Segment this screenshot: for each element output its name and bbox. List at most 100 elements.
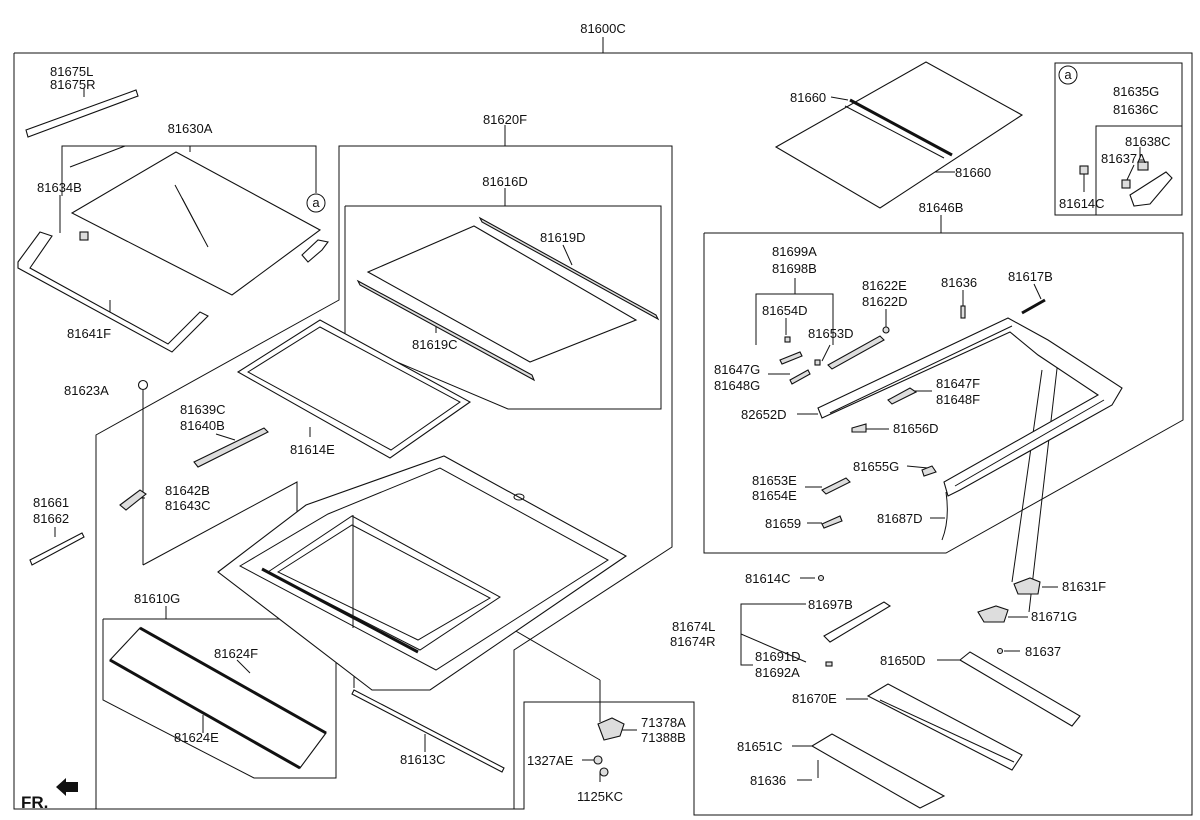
- label-81651C: 81651C: [737, 739, 783, 754]
- clip-81634B: [79, 231, 89, 241]
- rail-81697B: [823, 601, 892, 643]
- label-81654D: 81654D: [762, 303, 808, 318]
- rail-81641F: [17, 231, 209, 353]
- label-1327AE: 1327AE: [527, 753, 574, 768]
- rail-81651C: [810, 733, 946, 809]
- label-81698B: 81698B: [772, 261, 817, 276]
- label-81675R: 81675R: [50, 77, 96, 92]
- label-81642B: 81642B: [165, 483, 210, 498]
- molding-81619C: [356, 279, 536, 382]
- label-81653E: 81653E: [752, 473, 797, 488]
- mechanism-frame: [817, 317, 1123, 497]
- label-81617B: 81617B: [1008, 269, 1053, 284]
- label-81635G: 81635G: [1113, 84, 1159, 99]
- label-81697B: 81697B: [808, 597, 853, 612]
- label-81637: 81637: [1025, 644, 1061, 659]
- label-81624F: 81624F: [214, 646, 258, 661]
- strip-81661: [29, 532, 85, 566]
- label-81631F: 81631F: [1062, 579, 1106, 594]
- sunshade-81660: [774, 61, 1024, 209]
- label-81654E: 81654E: [752, 488, 797, 503]
- label-81630A: 81630A: [168, 121, 213, 136]
- part-labels: 81600C 81675L 81675R 81630A 81634B 81641…: [33, 21, 1171, 804]
- bracket-81637A: [1129, 171, 1173, 207]
- bracket-71378A: [597, 717, 625, 741]
- front-arrow-icon: [56, 778, 78, 796]
- seal-81614E: [236, 319, 472, 459]
- molding-81619D: [478, 216, 660, 321]
- label-81638C: 81638C: [1125, 134, 1171, 149]
- label-81639C: 81639C: [180, 402, 226, 417]
- label-81643C: 81643C: [165, 498, 211, 513]
- nut-81614C: [1079, 165, 1089, 175]
- rail-81670E: [866, 683, 1023, 771]
- parts-left: [17, 89, 329, 770]
- label-81692A: 81692A: [755, 665, 800, 680]
- drain-81613C: [351, 689, 505, 773]
- callouts: a a: [306, 65, 1078, 213]
- bracket-81642B: [119, 489, 147, 511]
- label-81674R: 81674R: [670, 634, 716, 649]
- label-81614C-detail: 81614C: [1059, 196, 1105, 211]
- label-81687D: 81687D: [877, 511, 923, 526]
- label-81614E: 81614E: [290, 442, 335, 457]
- label-1125KC: 1125KC: [577, 789, 623, 804]
- title-81600C: 81600C: [580, 21, 626, 36]
- label-81648G: 81648G: [714, 378, 760, 393]
- label-81653D: 81653D: [808, 326, 854, 341]
- strip-81639C: [193, 427, 269, 468]
- label-81614C: 81614C: [745, 571, 791, 586]
- label-81662: 81662: [33, 511, 69, 526]
- bolt-81623A: [137, 379, 149, 391]
- label-81624E: 81624E: [174, 730, 219, 745]
- label-81634B: 81634B: [37, 180, 82, 195]
- label-81656D: 81656D: [893, 421, 939, 436]
- label-81623A: 81623A: [64, 383, 109, 398]
- nut-1327AE: [593, 755, 603, 765]
- label-81619C: 81619C: [412, 337, 458, 352]
- bolt-1125KC: [599, 767, 609, 777]
- label-81670E: 81670E: [792, 691, 837, 706]
- label-71388B: 71388B: [641, 730, 686, 745]
- front-label: FR.: [21, 793, 48, 812]
- rail-81650D: [959, 651, 1081, 727]
- callout-a: a: [312, 195, 320, 210]
- label-81646B: 81646B: [919, 200, 964, 215]
- hinge-bracket: [301, 239, 329, 263]
- motor-81671G: [977, 605, 1009, 623]
- label-81660-bottom: 81660: [955, 165, 991, 180]
- label-81661: 81661: [33, 495, 69, 510]
- label-81659: 81659: [765, 516, 801, 531]
- parts-right: [774, 61, 1173, 809]
- label-81648F: 81648F: [936, 392, 980, 407]
- label-81674L: 81674L: [672, 619, 715, 634]
- label-71378A: 71378A: [641, 715, 686, 730]
- label-82652D: 82652D: [741, 407, 787, 422]
- label-81660-top: 81660: [790, 90, 826, 105]
- label-81637A: 81637A: [1101, 151, 1146, 166]
- label-81636C: 81636C: [1113, 102, 1159, 117]
- label-81675L: 81675L: [50, 64, 93, 79]
- label-81622E: 81622E: [862, 278, 907, 293]
- label-81650D: 81650D: [880, 653, 926, 668]
- label-81671G: 81671G: [1031, 609, 1077, 624]
- label-81636-bottom: 81636: [750, 773, 786, 788]
- weatherstrip-81675: [25, 89, 139, 138]
- front-direction: FR.: [21, 778, 78, 812]
- label-81647G: 81647G: [714, 362, 760, 377]
- parts-center: [217, 216, 660, 777]
- motor-81631F: [1013, 577, 1041, 595]
- glass-81616D: [366, 225, 638, 363]
- label-81655G: 81655G: [853, 459, 899, 474]
- callout-a-detail: a: [1064, 67, 1072, 82]
- label-81640B: 81640B: [180, 418, 225, 433]
- label-81622D: 81622D: [862, 294, 908, 309]
- label-81691D: 81691D: [755, 649, 801, 664]
- label-81699A: 81699A: [772, 244, 817, 259]
- label-81620F: 81620F: [483, 112, 527, 127]
- label-81610G: 81610G: [134, 591, 180, 606]
- label-81641F: 81641F: [67, 326, 111, 341]
- label-81616D: 81616D: [482, 174, 528, 189]
- label-81636-top: 81636: [941, 275, 977, 290]
